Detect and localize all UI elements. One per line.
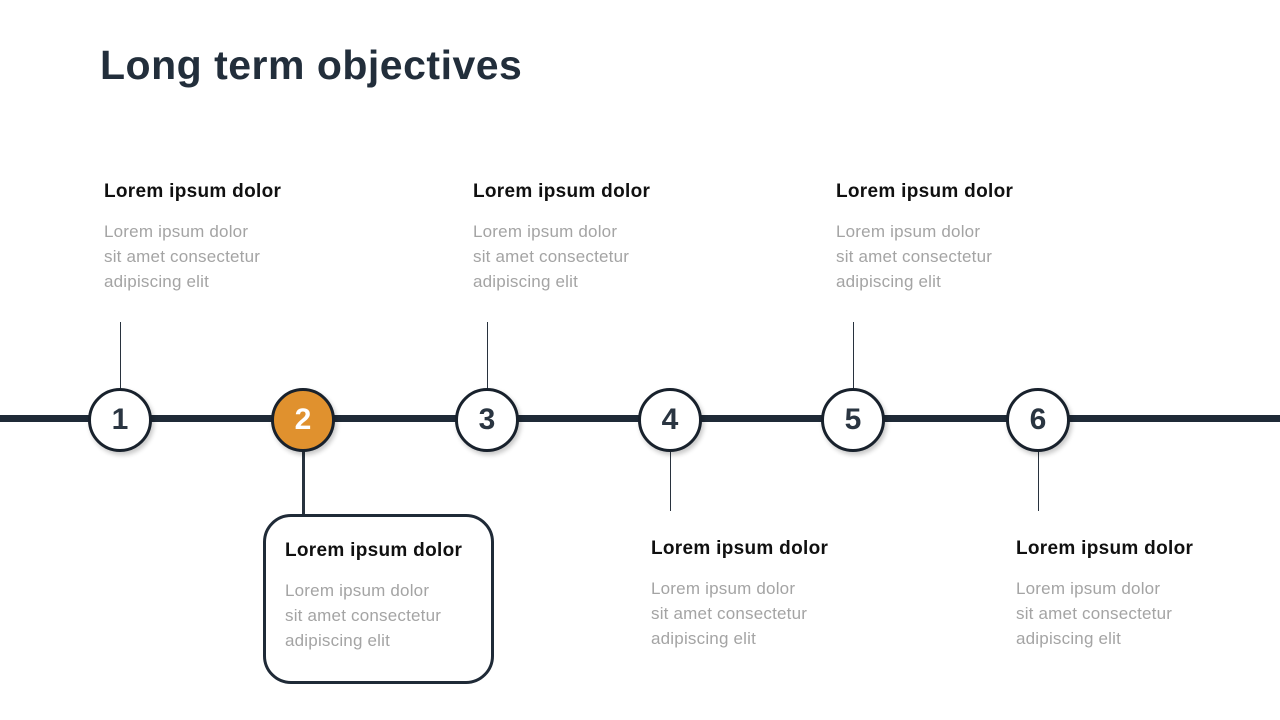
timeline-node-5: 5 [821, 388, 885, 452]
item-2-card: Lorem ipsum dolor Lorem ipsum dolor sit … [263, 514, 494, 684]
item-5-heading: Lorem ipsum dolor [836, 181, 1014, 202]
body-line: adipiscing elit [1016, 629, 1122, 648]
body-line: sit amet consectetur [1016, 604, 1173, 623]
timeline-node-6: 6 [1006, 388, 1070, 452]
body-line: adipiscing elit [836, 272, 942, 291]
body-line: adipiscing elit [104, 272, 210, 291]
body-line: adipiscing elit [473, 272, 579, 291]
item-2-heading: Lorem ipsum dolor [285, 540, 463, 561]
body-line: Lorem ipsum dolor [1016, 579, 1161, 598]
body-line: sit amet consectetur [104, 247, 261, 266]
node-number: 6 [1029, 403, 1047, 436]
node-number: 1 [111, 403, 129, 436]
connector-item-1 [119, 322, 121, 389]
item-6-text: Lorem ipsum dolor Lorem ipsum dolor sit … [1016, 539, 1193, 651]
item-5-text: Lorem ipsum dolor Lorem ipsum dolor sit … [836, 182, 1013, 294]
slide-title: Long term objectives [100, 42, 523, 88]
body-line: Lorem ipsum dolor [651, 579, 796, 598]
body-line: adipiscing elit [285, 631, 391, 650]
item-1-body: Lorem ipsum dolor sit amet consectetur a… [104, 219, 281, 294]
item-3-body: Lorem ipsum dolor sit amet consectetur a… [473, 219, 650, 294]
node-number: 3 [478, 403, 496, 436]
body-line: Lorem ipsum dolor [836, 222, 981, 241]
timeline-node-4: 4 [638, 388, 702, 452]
body-line: sit amet consectetur [651, 604, 808, 623]
timeline-node-2: 2 [271, 388, 335, 452]
connector-item-4 [669, 451, 671, 511]
node-number: 2 [294, 403, 312, 436]
body-line: sit amet consectetur [836, 247, 993, 266]
item-3-text: Lorem ipsum dolor Lorem ipsum dolor sit … [473, 182, 650, 294]
item-4-body: Lorem ipsum dolor sit amet consectetur a… [651, 576, 828, 651]
connector-item-3 [486, 322, 488, 389]
timeline-node-1: 1 [88, 388, 152, 452]
body-line: adipiscing elit [651, 629, 757, 648]
body-line: sit amet consectetur [473, 247, 630, 266]
item-4-heading: Lorem ipsum dolor [651, 538, 829, 559]
body-line: Lorem ipsum dolor [285, 581, 430, 600]
connector-item-6 [1037, 451, 1039, 511]
node-number: 5 [844, 403, 862, 436]
connector-item-5 [852, 322, 854, 389]
item-2-text: Lorem ipsum dolor Lorem ipsum dolor sit … [285, 541, 479, 653]
item-1-text: Lorem ipsum dolor Lorem ipsum dolor sit … [104, 182, 281, 294]
body-line: Lorem ipsum dolor [104, 222, 249, 241]
item-3-heading: Lorem ipsum dolor [473, 181, 651, 202]
item-5-body: Lorem ipsum dolor sit amet consectetur a… [836, 219, 1013, 294]
item-1-heading: Lorem ipsum dolor [104, 181, 282, 202]
body-line: sit amet consectetur [285, 606, 442, 625]
item-4-text: Lorem ipsum dolor Lorem ipsum dolor sit … [651, 539, 828, 651]
connector-item-2 [301, 450, 305, 516]
body-line: Lorem ipsum dolor [473, 222, 618, 241]
item-6-body: Lorem ipsum dolor sit amet consectetur a… [1016, 576, 1193, 651]
timeline-node-3: 3 [455, 388, 519, 452]
item-2-body: Lorem ipsum dolor sit amet consectetur a… [285, 578, 479, 653]
item-6-heading: Lorem ipsum dolor [1016, 538, 1194, 559]
node-number: 4 [661, 403, 679, 436]
